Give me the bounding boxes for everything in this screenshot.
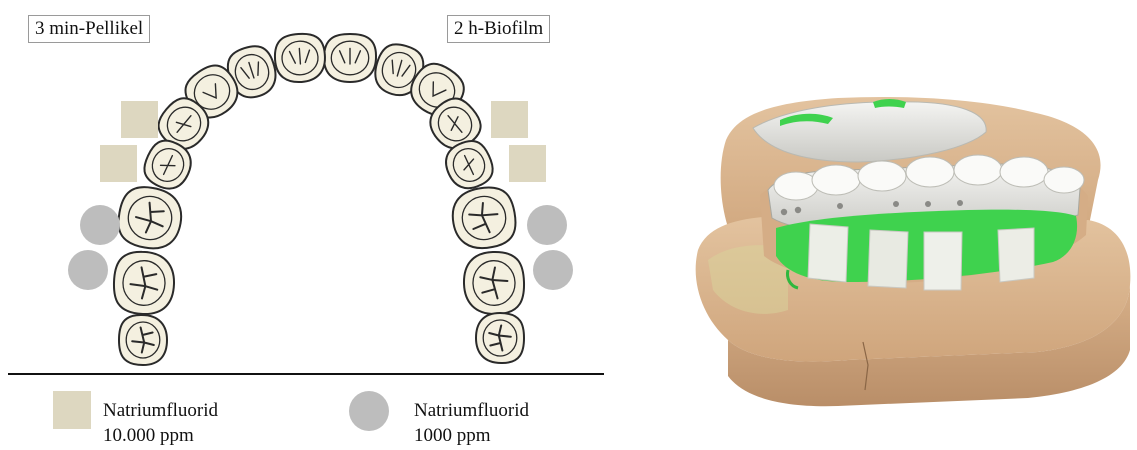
sample-circle-left-1 bbox=[80, 205, 120, 245]
sample-circle-left-2 bbox=[68, 250, 108, 290]
sample-circle-right-1 bbox=[527, 205, 567, 245]
legend-circle-label-2: 1000 ppm bbox=[414, 423, 491, 448]
sample-square-right-1 bbox=[491, 101, 528, 138]
tooth-11 bbox=[114, 183, 185, 253]
sample-square-left-2 bbox=[100, 145, 137, 182]
tooth-14 bbox=[463, 251, 525, 315]
dental-model-photo bbox=[668, 20, 1137, 440]
upper-teeth-arch bbox=[113, 32, 525, 365]
legend-circle-label-1: Natriumfluorid bbox=[414, 398, 529, 423]
tooth-16 bbox=[476, 313, 524, 363]
sample-square-right-2 bbox=[509, 145, 546, 182]
tooth-15 bbox=[119, 315, 167, 365]
legend-square-label-2: 10.000 ppm bbox=[103, 423, 194, 448]
tooth-2 bbox=[273, 32, 326, 83]
specimen-1 bbox=[808, 224, 848, 282]
biofilm-label: 2 h-Biofilm bbox=[447, 15, 550, 43]
tooth-1 bbox=[324, 34, 376, 82]
tooth-12 bbox=[448, 183, 519, 253]
specimen-2 bbox=[868, 230, 908, 288]
legend-circle-swatch bbox=[349, 391, 389, 431]
pellicle-label: 3 min-Pellikel bbox=[28, 15, 150, 43]
sample-square-left-1 bbox=[121, 101, 158, 138]
legend-square-label-1: Natriumfluorid bbox=[103, 398, 218, 423]
legend-square-swatch bbox=[53, 391, 91, 429]
specimen-4 bbox=[998, 228, 1034, 282]
specimen-3 bbox=[924, 232, 962, 290]
sample-circle-right-2 bbox=[533, 250, 573, 290]
dental-arch-diagram bbox=[0, 0, 620, 450]
tooth-13 bbox=[113, 251, 175, 315]
